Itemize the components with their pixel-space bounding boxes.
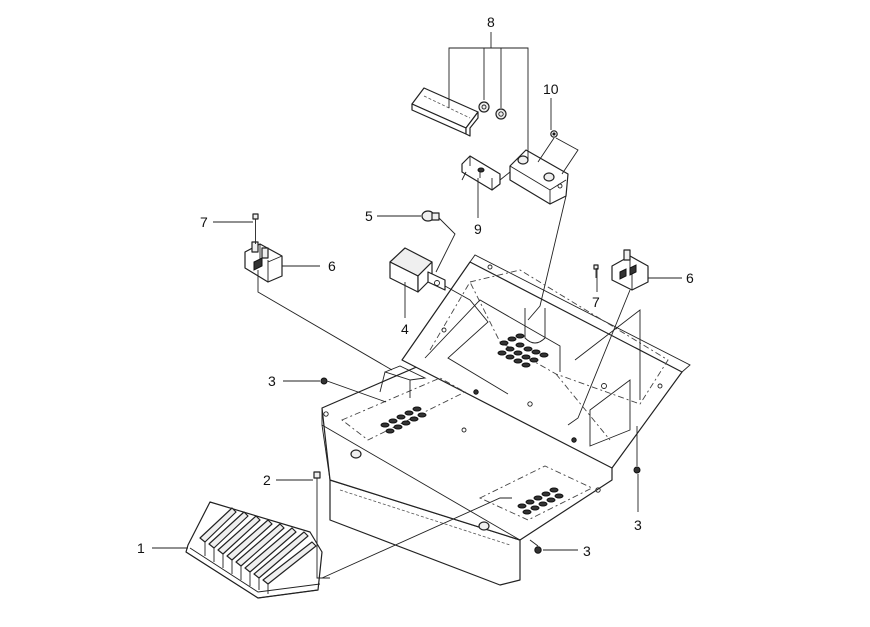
callout-6-right: 6 (686, 270, 694, 286)
left-floor-vent (380, 406, 427, 434)
callout-2: 2 (263, 472, 271, 488)
part-2-screw (313, 471, 330, 579)
right-floor-vent (517, 487, 564, 515)
part-10-screw (550, 130, 558, 138)
part-4-relay-box (389, 247, 446, 293)
callout-3-right: 3 (634, 517, 642, 533)
part-6-fuse-holder-right (611, 249, 649, 291)
part-9-hinge-clip (461, 155, 501, 191)
heatsink-fins (199, 507, 317, 594)
callout-10: 10 (543, 81, 559, 97)
callout-8: 8 (487, 14, 495, 30)
callout-5: 5 (365, 208, 373, 224)
back-wall-vent (497, 333, 549, 368)
callout-3-left: 3 (268, 373, 276, 389)
callout-leaders (152, 98, 682, 551)
callout-7-right: 7 (592, 294, 600, 310)
part-7-screws (252, 213, 599, 278)
callout-3-bottom: 3 (583, 543, 591, 559)
callout-4: 4 (401, 321, 409, 337)
callout-7-left: 7 (200, 214, 208, 230)
callout-labels: 1 2 3 3 3 4 5 6 6 7 7 8 9 10 (137, 14, 694, 559)
callout-6-left: 6 (328, 258, 336, 274)
part-1-heatsink-module (185, 501, 323, 599)
main-tray (321, 254, 691, 586)
part-8-bracket-kit (411, 32, 569, 205)
callout-9: 9 (474, 221, 482, 237)
callout-1: 1 (137, 540, 145, 556)
part-3-nuts (320, 377, 641, 554)
assembly-lines (255, 137, 638, 579)
part-6-fuse-holder-left (244, 241, 283, 283)
part-5-bolt (421, 210, 440, 222)
